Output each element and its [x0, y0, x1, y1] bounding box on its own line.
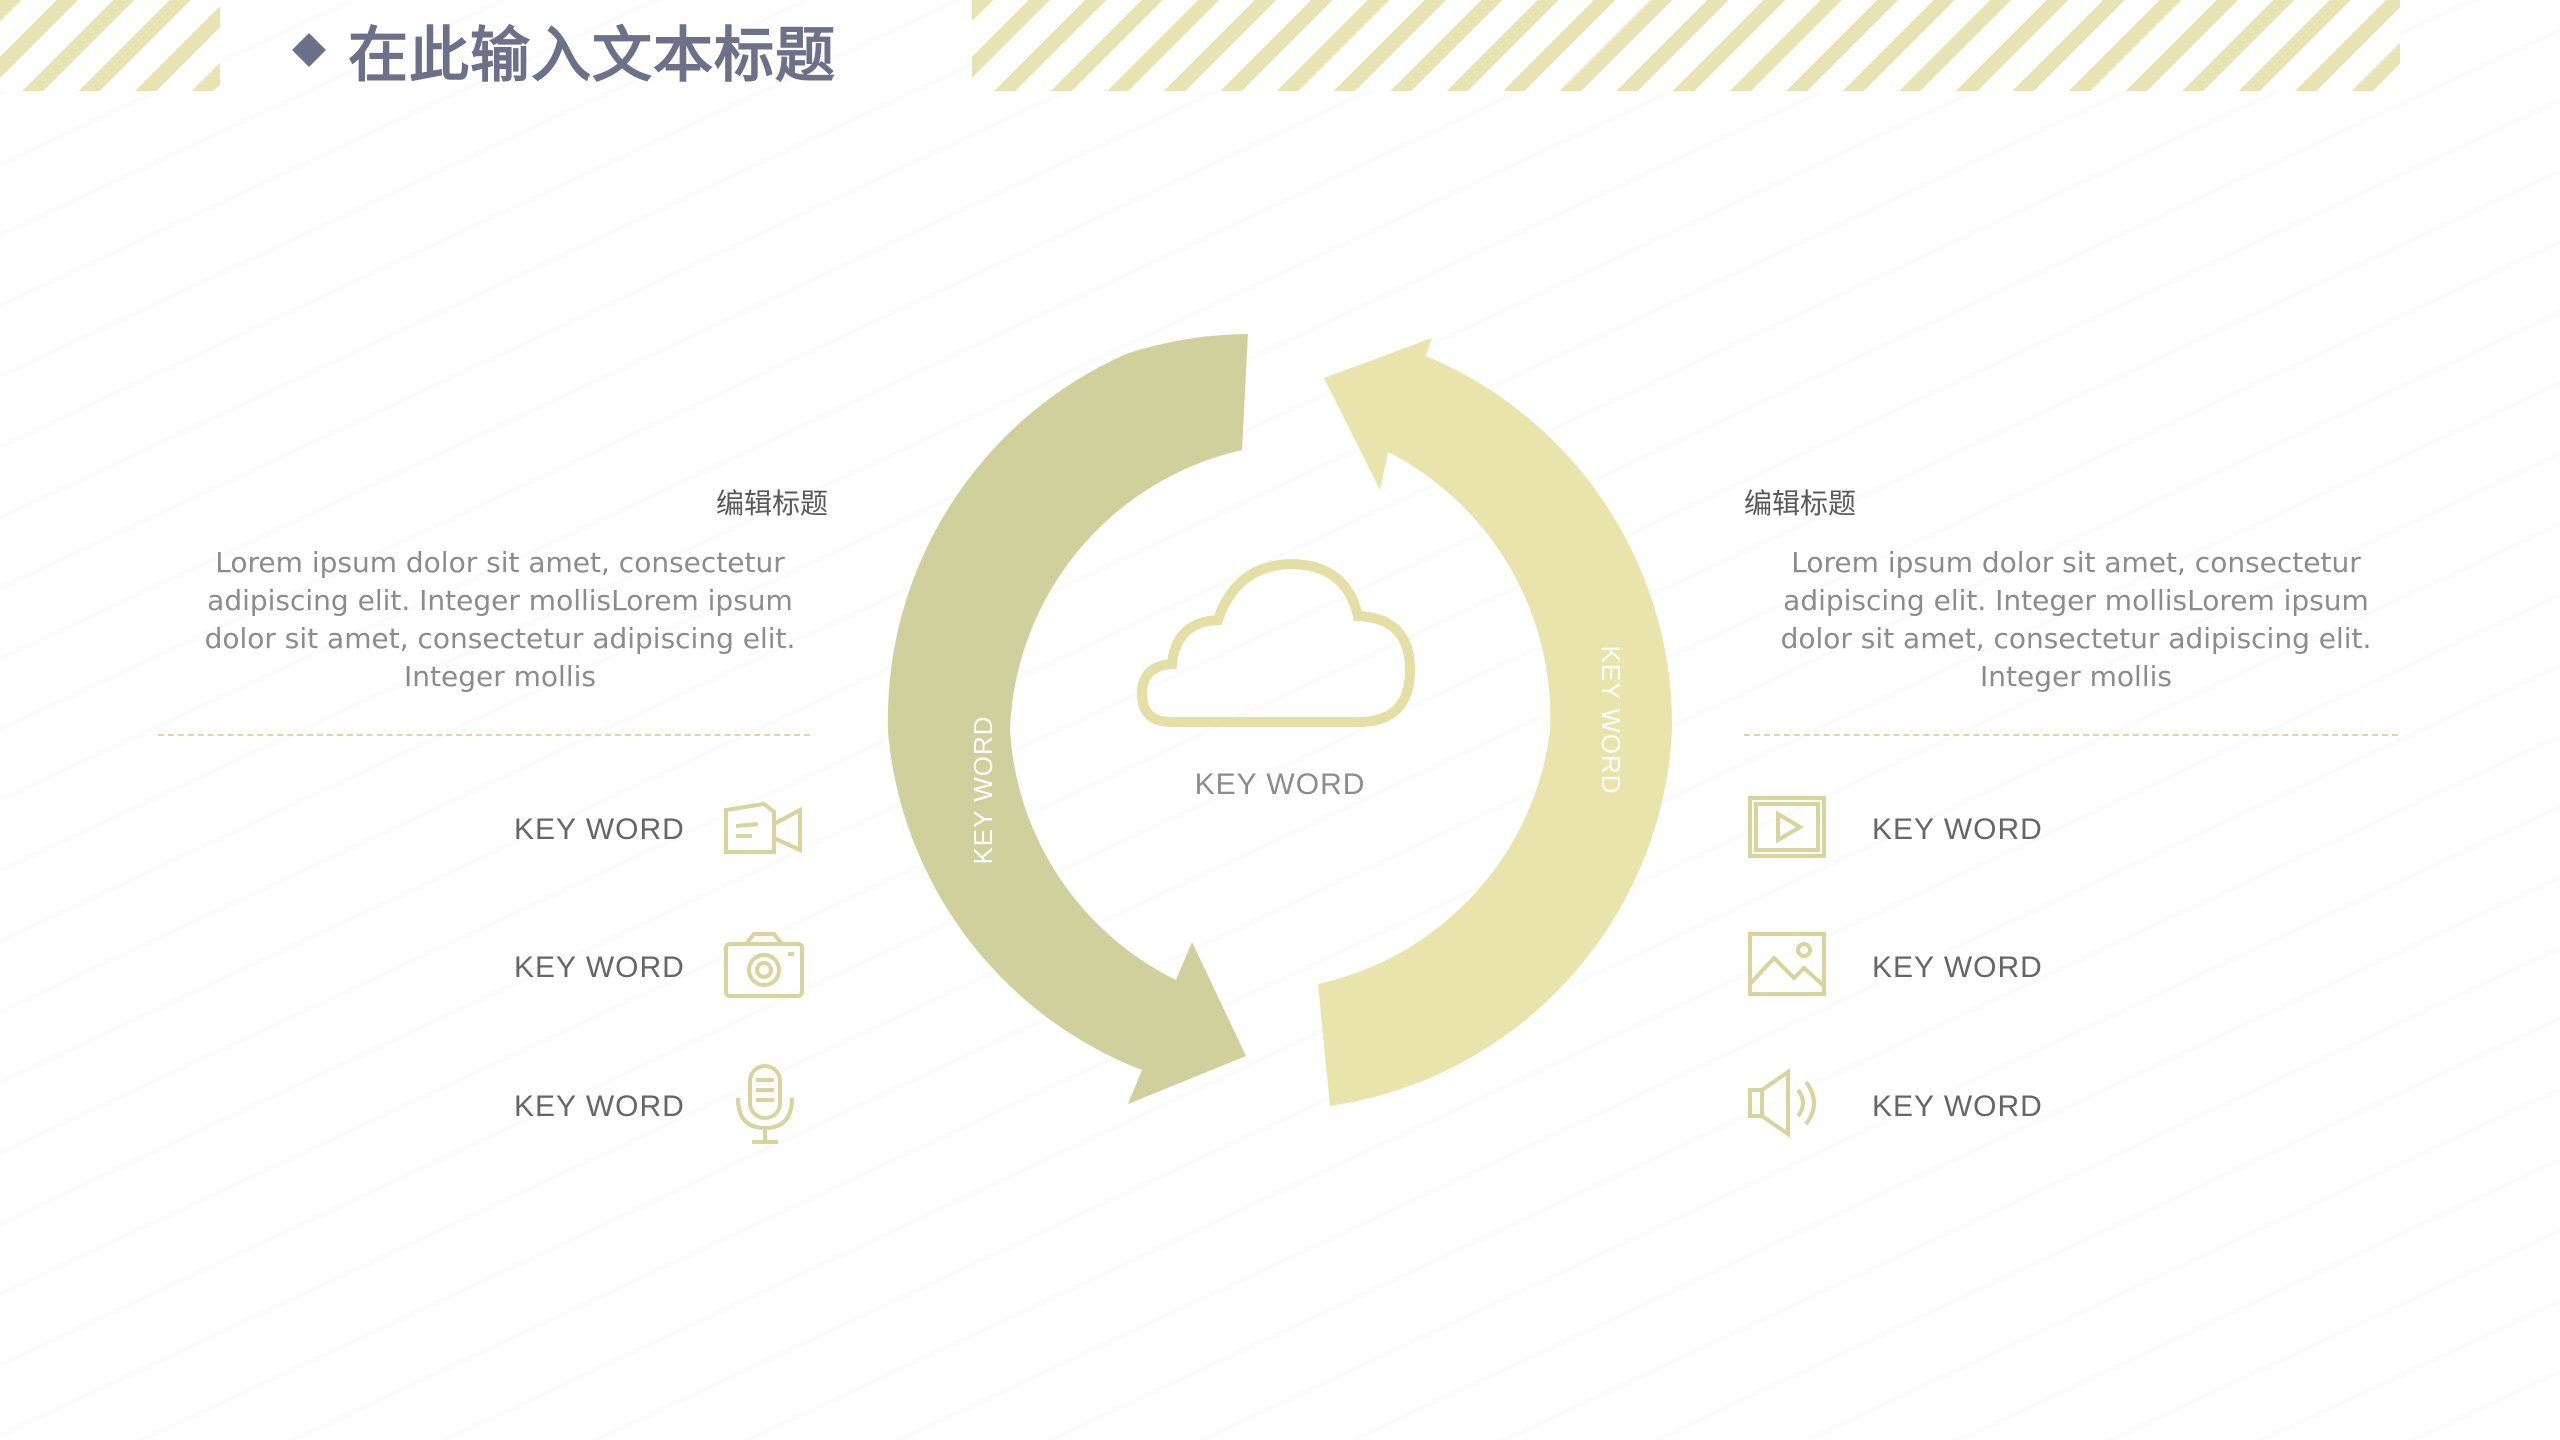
right-item-label-3: KEY WORD: [1872, 1090, 2043, 1123]
left-cycle-arrow: [887, 334, 1248, 1104]
left-item-label-2: KEY WORD: [514, 951, 685, 984]
microphone-icon: [736, 1064, 794, 1144]
page-title: 在此输入文本标题: [348, 20, 836, 91]
image-icon: [1748, 932, 1826, 996]
right-divider: [1744, 734, 2398, 736]
camera-icon: [724, 932, 804, 998]
left-column-body: Lorem ipsum dolor sit amet, consectetur …: [204, 546, 796, 693]
left-column-title: 编辑标题: [716, 487, 829, 520]
right-item-label-2: KEY WORD: [1872, 951, 2043, 984]
right-arrow-label: KEY WORD: [1596, 645, 1626, 794]
left-item-label-1: KEY WORD: [514, 813, 685, 846]
right-column-title: 编辑标题: [1744, 487, 1857, 520]
header-stripes-left: [0, 0, 220, 91]
center-keyword: KEY WORD: [1194, 768, 1366, 801]
play-button-icon: [1748, 796, 1826, 858]
left-divider: [158, 734, 810, 736]
right-column-body: Lorem ipsum dolor sit amet, consectetur …: [1780, 546, 2372, 693]
video-camera-icon: [724, 801, 802, 854]
speaker-icon: [1748, 1068, 1816, 1138]
left-item-label-3: KEY WORD: [514, 1090, 685, 1123]
right-item-label-1: KEY WORD: [1872, 813, 2043, 846]
header-stripes-right: [972, 0, 2400, 91]
left-arrow-label: KEY WORD: [968, 715, 998, 864]
diamond-bullet-icon: [290, 31, 328, 69]
cycle-diagram: KEY WORD KEY WORD: [887, 334, 1673, 1106]
page-title-group: 在此输入文本标题: [290, 10, 836, 91]
right-cycle-arrow: [1318, 338, 1673, 1106]
cloud-icon: [1136, 558, 1416, 727]
